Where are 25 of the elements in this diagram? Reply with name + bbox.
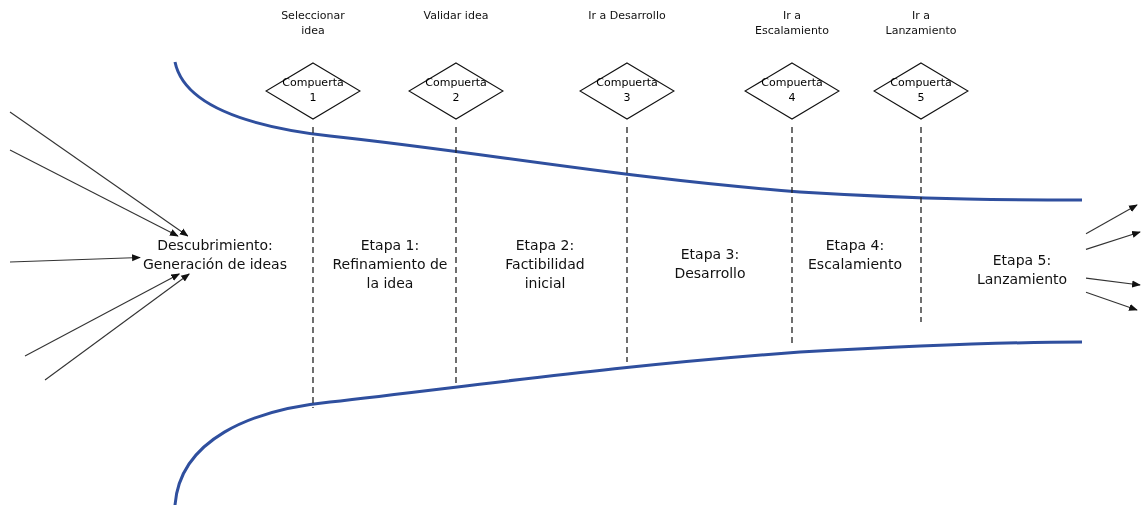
arrow [9, 149, 179, 237]
gate-label: Compuerta 2 [424, 75, 488, 105]
stage-label: Descubrimiento: Generación de ideas [142, 236, 288, 274]
stage-label: Etapa 1: Refinamiento de la idea [331, 236, 449, 293]
arrow [1085, 277, 1141, 288]
stage-label: Etapa 4: Escalamiento [807, 236, 903, 274]
stage-label: Etapa 3: Desarrollo [673, 245, 747, 283]
gate-caption: Seleccionar idea [280, 8, 346, 39]
gate-caption: Ir a Escalamiento [754, 8, 830, 39]
gate-label: Compuerta 1 [281, 75, 345, 105]
gate-label: Compuerta 5 [889, 75, 953, 105]
gate-caption: Validar idea [422, 8, 490, 24]
stage-label: Etapa 2: Factibilidad inicial [504, 236, 586, 293]
gate-label: Compuerta 3 [595, 75, 659, 105]
arrow [9, 111, 189, 237]
arrow [1085, 291, 1138, 311]
arrow [9, 254, 141, 263]
gate-caption: Ir a Desarrollo [587, 8, 667, 24]
arrow [44, 273, 190, 381]
gate-caption: Ir a Lanzamiento [884, 8, 958, 39]
arrow [24, 273, 181, 357]
gate-label: Compuerta 4 [760, 75, 824, 105]
stage-label: Etapa 5: Lanzamiento [975, 251, 1069, 289]
arrow [1085, 231, 1141, 250]
arrow [1085, 204, 1138, 235]
